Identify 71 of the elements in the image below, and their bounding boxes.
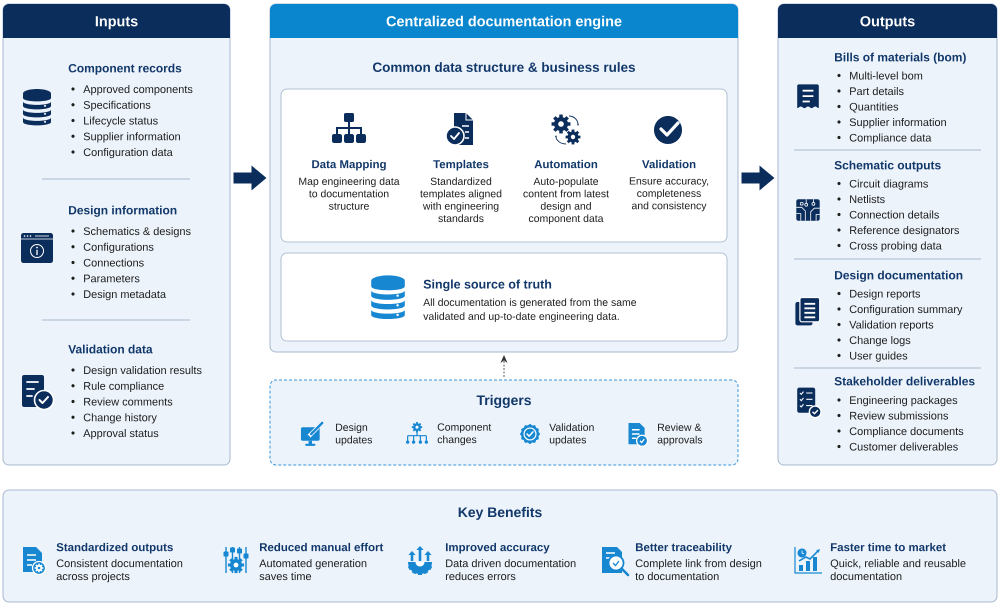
feature-title: Templates [433,160,488,170]
list-item: Approved components [83,85,192,96]
list-item: Customer deliverables [850,442,958,451]
list-item: Rule compliance [84,382,164,392]
benefit-title: Reduced manual effort [260,542,384,552]
benefit-title: Improved accuracy [446,542,550,554]
list-item: Part details [850,87,904,96]
benefit-description: Quick, reliable and reusable documentation [830,559,966,580]
panel-heading: Key Benefits [458,506,542,520]
list-item: Supplier information [84,132,180,142]
list-item: Change history [84,413,157,424]
list-item: Netlists [850,195,885,204]
benefit-description: Automated generation saves time [259,559,366,580]
benefit-description: Consistent documentation across projects [56,559,182,582]
list-item: Review submissions [850,412,948,420]
list-item: Lifecycle status [84,116,158,127]
list-item: Compliance data [850,134,932,144]
list-item: Review comments [84,398,172,406]
trigger-label: Component changes [438,423,492,446]
list-item: Circuit diagrams [850,180,928,190]
list-item: Design validation results [84,366,202,376]
feature-description: Ensure accuracy, completeness and consistency [630,177,708,212]
trigger-label: Design updates [336,423,372,446]
card-description: All documentation is generated from the same validated and up-to-date engineering data. [423,298,636,322]
list-item: Configurations [84,242,154,253]
list-item: Schematics & designs [84,227,191,238]
section-heading: Schematic outputs [834,160,941,172]
list-item: Change logs [850,336,910,346]
panel-header: Outputs [778,4,997,38]
panel-heading: Triggers [476,394,531,408]
list-item: Specifications [84,100,150,111]
section-heading: Bills of materials (bom) [835,52,966,64]
section-heading: Design documentation [835,270,962,282]
list-item: Cross probing data [850,242,942,252]
trigger-label: Review & approvals [658,423,702,446]
benefit-description: Complete link from design to documentation [635,559,762,580]
section-heading: Component records [68,64,182,75]
benefit-title: Better traceability [636,542,732,554]
section-heading: Design information [69,206,176,217]
list-item: Parameters [84,274,140,282]
list-item: Supplier information [850,118,946,128]
list-item: Configuration data [84,148,173,158]
benefit-description: Data driven documentation reduces errors [446,559,576,580]
list-item: Engineering packages [850,396,958,406]
feature-title: Automation [534,160,598,168]
panel-header: Inputs [3,4,230,38]
feature-description: Standardized templates aligned with engineering standards [420,177,502,222]
feature-title: Validation [642,160,696,168]
feature-description: Map engineering data to documentation structure [299,177,400,210]
list-item: Compliance documents [850,427,964,438]
list-item: User guides [850,352,908,362]
feature-description: Auto-populate content from latest design and component data [523,177,609,224]
subheading: Common data structure & business rules [373,62,635,72]
list-item: Configuration summary [850,305,962,316]
list-item: Quantities [850,102,898,113]
benefit-title: Faster time to market [830,542,946,552]
card-title: Single source of truth [424,279,552,292]
list-item: Design metadata [84,290,166,300]
panel-header: Centralized documentation engine [270,4,738,38]
benefit-title: Standardized outputs [56,542,173,554]
list-item: Multi-level bom [850,72,922,80]
list-item: Approval status [83,429,158,440]
trigger-label: Validation updates [549,423,594,446]
list-item: Validation reports [849,320,934,331]
section-heading: Stakeholder deliverables [834,376,975,386]
feature-title: Data Mapping [312,160,386,171]
list-item: Design reports [850,290,920,300]
section-heading: Validation data [68,344,153,354]
list-item: Connection details [850,210,939,219]
list-item: Connections [84,258,144,267]
list-item: Reference designators [850,226,960,236]
